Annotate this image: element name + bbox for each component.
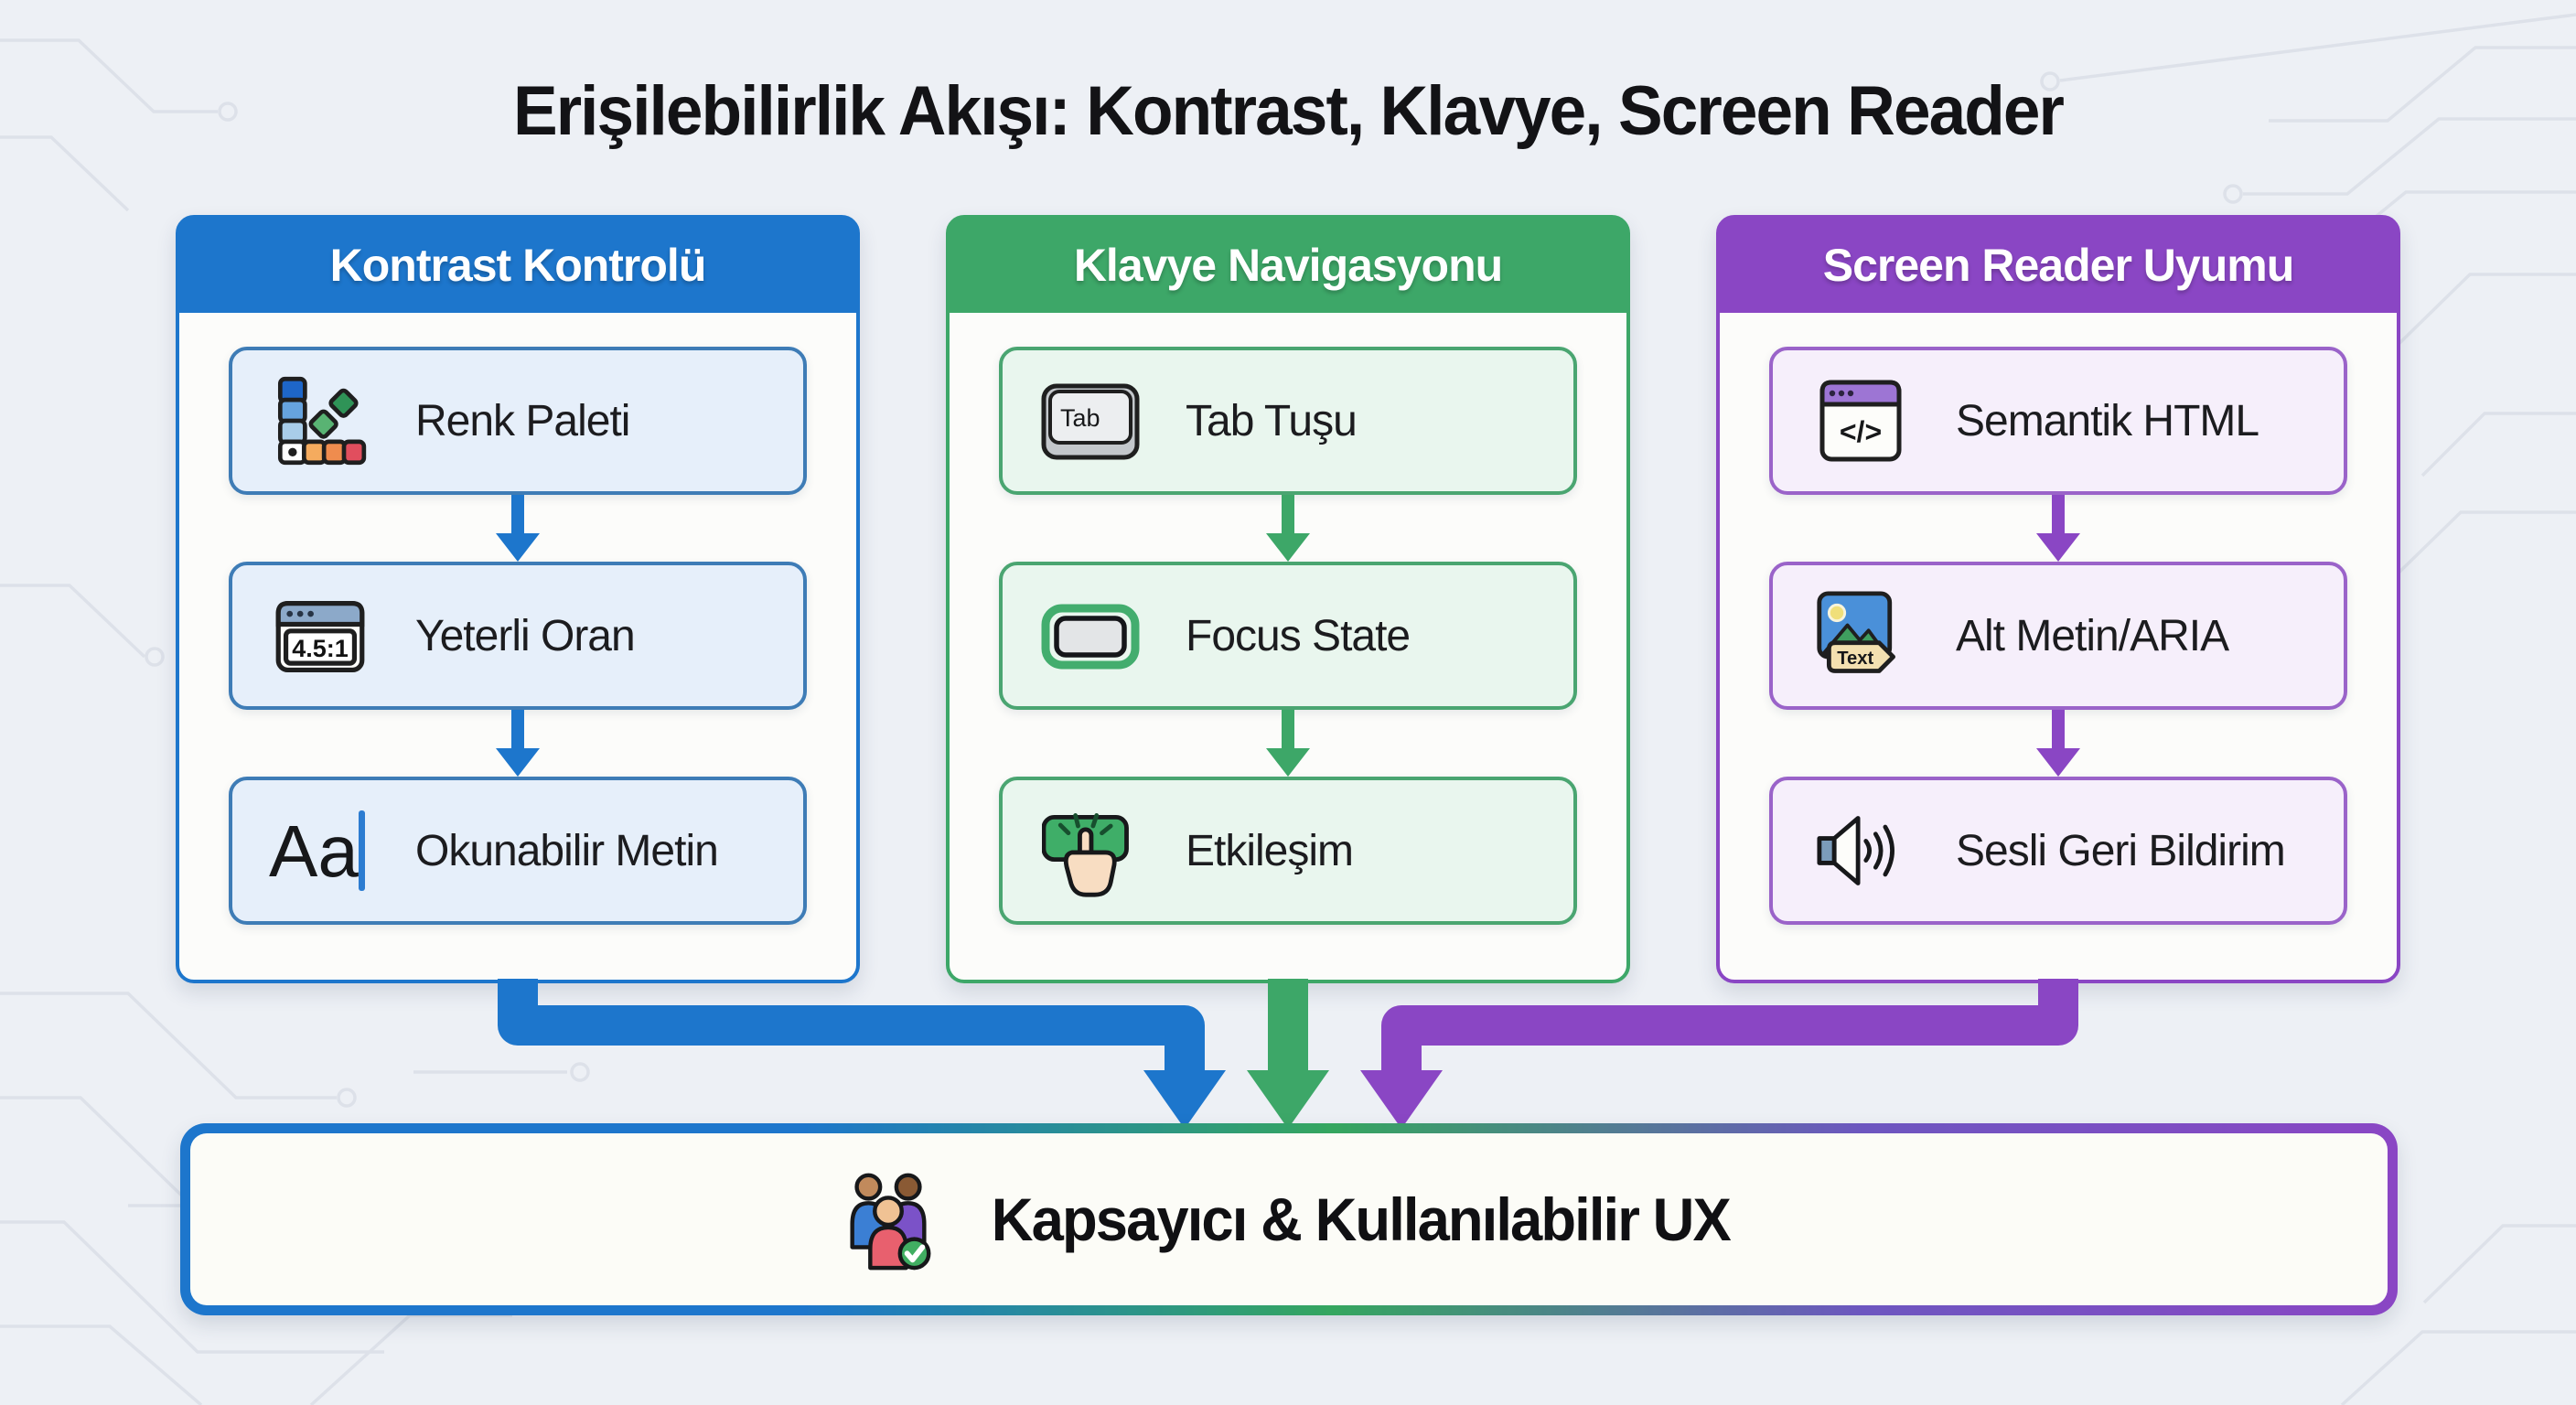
item-sesli-geri-bildirim: Sesli Geri Bildirim [1769,777,2347,925]
item-semantik-html: </> Semantik HTML [1769,347,2347,495]
item-label: Alt Metin/ARIA [1956,611,2229,660]
column-screenreader-header: Screen Reader Uyumu [1719,218,2398,313]
column-keyboard-items: Tab Tab Tuşu Focus State [950,312,1626,925]
item-label: Focus State [1186,611,1411,660]
page-title: Erişilebilirlik Akışı: Kontrast, Klavye,… [512,72,2065,150]
item-label: Etkileşim [1186,826,1354,875]
column-contrast: Kontrast Kontrolü [176,215,860,983]
svg-text:4.5:1: 4.5:1 [292,635,349,662]
down-arrow-blue [496,710,540,777]
svg-text:Text: Text [1837,648,1873,668]
item-label: Yeterli Oran [415,611,636,660]
item-renk-paleti: Renk Paleti [229,347,807,495]
footer-surface: Kapsayıcı & Kullanılabilir UX [190,1133,2388,1305]
column-contrast-items: Renk Paleti 4.5:1 Yeterli Oran [179,312,856,925]
item-etkilesim: Etkileşim [999,777,1577,925]
item-label: Renk Paleti [415,396,630,445]
people-group-check-icon [833,1164,943,1274]
down-arrow-green [1266,495,1310,562]
readable-text-cursor-icon: Aa [269,797,371,905]
column-contrast-header: Kontrast Kontrolü [178,218,857,313]
item-label: Okunabilir Metin [415,826,719,875]
item-alt-metin-aria: Text Alt Metin/ARIA [1769,562,2347,710]
down-arrow-purple [2036,710,2080,777]
footer-gradient-box: Kapsayıcı & Kullanılabilir UX [180,1123,2398,1315]
svg-text:Aa: Aa [269,810,359,892]
focus-ring-button-icon [1039,582,1142,690]
item-focus-state: Focus State [999,562,1577,710]
item-yeterli-oran: 4.5:1 Yeterli Oran [229,562,807,710]
column-screenreader-items: </> Semantik HTML Text Alt Metin/ARIA [1720,312,2397,925]
down-arrow-blue [496,495,540,562]
down-arrow-green [1266,710,1310,777]
svg-text:Tab: Tab [1060,404,1100,432]
image-alt-tag-icon: Text [1809,582,1912,690]
code-window-icon: </> [1809,367,1912,475]
item-label: Sesli Geri Bildirim [1956,826,2286,875]
speaker-sound-icon [1809,797,1912,905]
column-keyboard-header: Klavye Navigasyonu [949,218,1627,313]
column-keyboard: Klavye Navigasyonu Tab Tab Tuşu [946,215,1630,983]
tab-key-icon: Tab [1039,367,1142,475]
item-label: Tab Tuşu [1186,396,1358,445]
footer-label: Kapsayıcı & Kullanılabilir UX [991,1185,1731,1253]
item-okunabilir-metin: Aa Okunabilir Metin [229,777,807,925]
item-label: Semantik HTML [1956,396,2259,445]
click-hand-button-icon [1039,797,1142,905]
down-arrow-purple [2036,495,2080,562]
contrast-ratio-window-icon: 4.5:1 [269,582,371,690]
color-palette-icon [269,367,371,475]
item-tab-tusu: Tab Tab Tuşu [999,347,1577,495]
column-screenreader: Screen Reader Uyumu </> Semantik HTML [1716,215,2400,983]
svg-text:</>: </> [1840,415,1882,448]
